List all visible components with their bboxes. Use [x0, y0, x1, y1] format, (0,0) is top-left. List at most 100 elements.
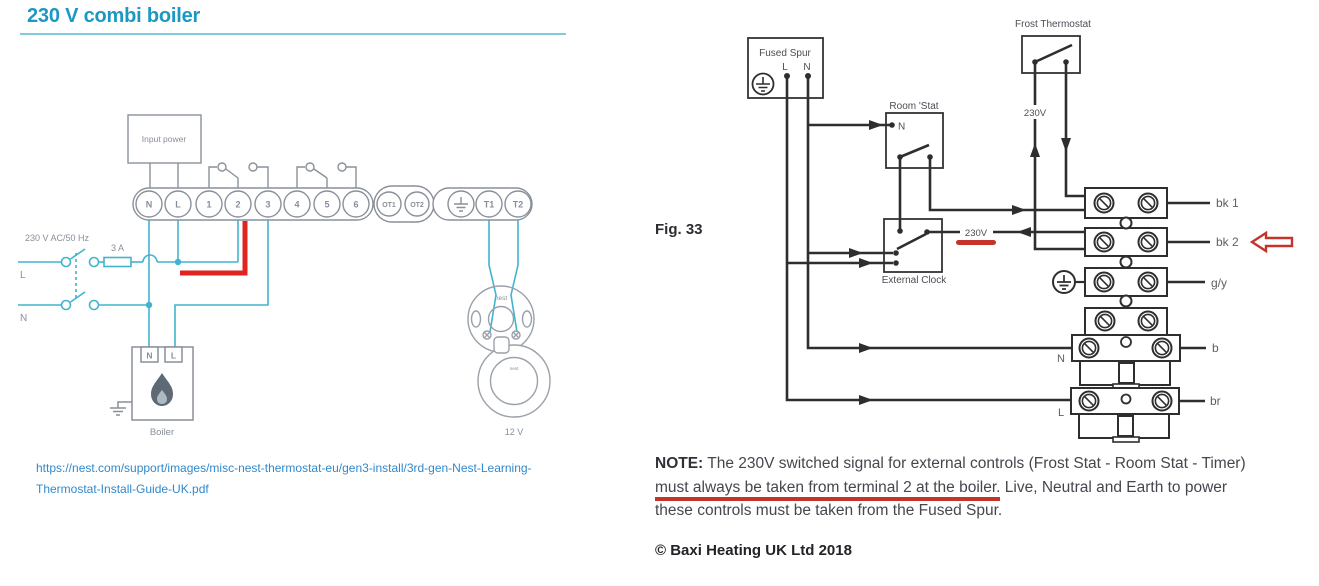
- block-joiner: [1119, 255, 1133, 269]
- block-joiner: [1120, 393, 1132, 405]
- flame-icon: [151, 373, 173, 406]
- boiler-terminal-l: L: [171, 351, 176, 361]
- spur-neutral-wire: [806, 76, 1075, 350]
- terminal-5: 5: [324, 200, 329, 210]
- bk2-to-frost-riser: [1033, 62, 1086, 251]
- fuse-carrier-tab: [1117, 415, 1134, 437]
- spur-neutral-terminal: [805, 73, 811, 79]
- wire-terminal-screw: [511, 330, 521, 340]
- fuse-symbol: [103, 256, 132, 268]
- terminal-l: L: [175, 200, 181, 210]
- switch-lever: [70, 248, 86, 260]
- figure-number: Fig. 33: [655, 221, 703, 238]
- earth-terminal-icon: [454, 197, 468, 212]
- terminal-t1: T1: [484, 200, 495, 210]
- mains-wiring: [18, 217, 519, 347]
- frost-thermostat-label: Frost Thermostat: [1015, 19, 1091, 30]
- wire-label-br: br: [1210, 394, 1221, 408]
- wire-terminal-screw: [482, 330, 492, 340]
- mains-live-label: L: [20, 270, 26, 281]
- source-url-line2[interactable]: Thermostat-Install-Guide-UK.pdf: [36, 482, 209, 496]
- fused-spur-label: Fused Spur: [759, 48, 811, 59]
- flow-arrows: [849, 120, 1071, 405]
- wire-label-bk2: bk 2: [1216, 235, 1239, 249]
- fuse-carrier-tab: [1118, 362, 1135, 384]
- terminal-labels: N L 1 2 3 4 5 6 OT1 OT2 T1 T2: [146, 200, 524, 210]
- wire-label-bk1: bk 1: [1216, 196, 1239, 210]
- arrow-right-icon: [859, 343, 873, 353]
- clock-230v-label: 230V: [965, 228, 988, 239]
- heatlink-terminal-strip: [132, 185, 533, 223]
- arrow-right-icon: [859, 395, 873, 405]
- boiler-label: Boiler: [150, 427, 174, 438]
- baxi-external-controls-diagram: Fused Spur L N Frost Thermostat 230V Roo…: [747, 19, 1294, 443]
- block-label-live: L: [1058, 407, 1064, 419]
- nest-combi-wiring-diagram: Input power N L: [18, 114, 551, 438]
- spur-live-terminal: [784, 73, 790, 79]
- thermostat-voltage-label: 12 V: [505, 427, 524, 437]
- nest-display: [477, 336, 551, 418]
- label-mask: [1019, 105, 1051, 119]
- switch-lever: [896, 232, 927, 251]
- mains-neutral-label: N: [20, 313, 27, 324]
- red-annotation-arrow-bk2: [1249, 230, 1294, 254]
- switch-contact: [88, 256, 100, 268]
- input-power-box: [127, 114, 202, 191]
- arrow-right-icon: [849, 248, 863, 258]
- t2-wire: [510, 217, 519, 333]
- earth-icon: [1057, 275, 1071, 290]
- terminal3-to-boiler-wire: [174, 217, 269, 347]
- terminal-1: 1: [206, 200, 211, 210]
- frost-to-bk1-wire: [1064, 62, 1086, 198]
- room-stat-neutral-label: N: [898, 122, 905, 133]
- screw-slot-right: [521, 310, 533, 328]
- note-line1: NOTE: The 230V switched signal for exter…: [655, 455, 1246, 472]
- backplate-connector-tab: [493, 336, 510, 354]
- note-line3: these controls must be taken from the Fu…: [655, 502, 1003, 519]
- block-joiner: [1119, 216, 1133, 230]
- terminal-4: 4: [294, 200, 299, 210]
- boiler-terminal-n: N: [146, 351, 152, 361]
- source-url-link[interactable]: https://nest.com/support/images/misc-nes…: [36, 458, 636, 500]
- external-clock-box: [883, 218, 943, 273]
- copyright-text: © Baxi Heating UK Ltd 2018: [655, 542, 852, 559]
- heatlink-relay-contacts: [208, 162, 357, 190]
- block-joiner: [1120, 336, 1132, 348]
- frost-thermostat-box: [1021, 35, 1081, 74]
- fused-spur-box: [747, 37, 824, 99]
- switch-lever: [70, 291, 86, 303]
- screw-slot-left: [470, 310, 482, 328]
- terminal-t2: T2: [513, 200, 524, 210]
- room-stat-box: [885, 112, 944, 169]
- wire-bridge: [142, 254, 158, 263]
- source-url-line1[interactable]: https://nest.com/support/images/misc-nes…: [36, 461, 532, 475]
- arrow-right-icon: [859, 258, 873, 268]
- note-line2: must always be taken from terminal 2 at …: [655, 476, 1319, 501]
- external-clock-label: External Clock: [882, 275, 947, 286]
- wire-label-b: b: [1212, 341, 1219, 355]
- switch-lever: [899, 143, 930, 159]
- nest-display-brand: nest: [510, 366, 519, 371]
- page-title: 230 V combi boiler: [27, 5, 201, 27]
- arrow-right-icon: [869, 120, 883, 130]
- spur-live-wire: [785, 76, 1074, 402]
- boiler-earth-icon: [110, 401, 132, 416]
- room-stat-label: Room 'Stat: [889, 101, 938, 112]
- note-paragraph: NOTE: The 230V switched signal for exter…: [655, 452, 1319, 523]
- arrow-right-icon: [1012, 205, 1026, 215]
- terminal-ot2: OT2: [410, 202, 424, 209]
- switch-contact: [60, 299, 72, 311]
- wire-label-gy: g/y: [1211, 276, 1227, 290]
- terminal-ot1: OT1: [382, 202, 396, 209]
- red-underline-230v: [956, 240, 996, 245]
- arrow-left-icon: [1017, 227, 1031, 237]
- note-prefix: NOTE:: [655, 455, 704, 472]
- roomstat-output-wire: [928, 157, 1086, 212]
- terminal-3: 3: [265, 200, 270, 210]
- flame-inner: [157, 390, 167, 404]
- frost-230v-label: 230V: [1024, 108, 1047, 119]
- terminal-2: 2: [235, 200, 240, 210]
- switch-lever: [1034, 43, 1073, 64]
- switch-contact: [60, 256, 72, 268]
- switch-contact: [88, 299, 100, 311]
